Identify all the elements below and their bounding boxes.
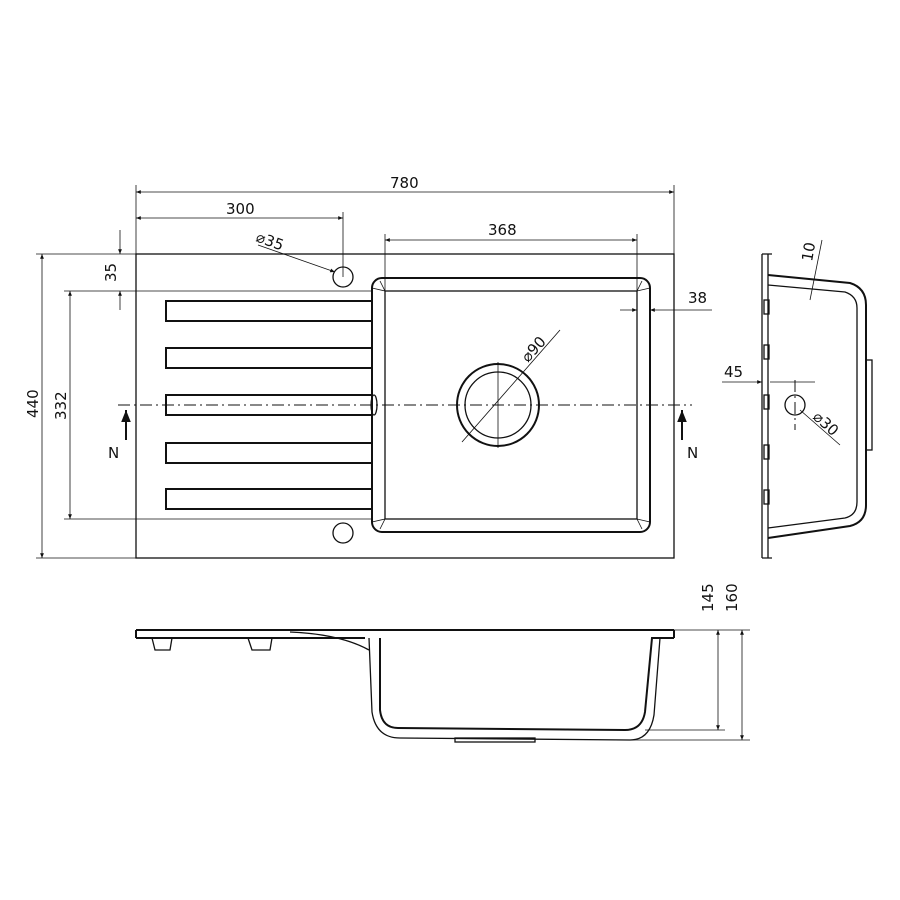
dim-368: 368: [488, 221, 517, 239]
dim-drain: ⌀90: [518, 333, 550, 366]
section-view: 145 160: [135, 583, 750, 743]
dim-10: 10: [798, 241, 819, 263]
dim-35: 35: [102, 263, 120, 282]
dim-145: 145: [699, 583, 717, 612]
sink-outline: [135, 253, 675, 559]
section-marker-left: N: [108, 444, 119, 462]
top-view: N N: [108, 253, 698, 559]
side-view: 45 ⌀30 10: [722, 239, 873, 559]
tap-hole-bottom: [332, 522, 354, 544]
dim-440: 440: [24, 389, 42, 418]
dim-38: 38: [688, 289, 707, 307]
dimensions-top: 780 300 368 ⌀35 ⌀90 440 332 35 38: [24, 174, 712, 559]
dim-45: 45: [724, 363, 743, 381]
dim-160: 160: [723, 583, 741, 612]
dim-overflow: ⌀30: [809, 408, 842, 440]
dim-780: 780: [390, 174, 419, 192]
bowl-inner: [384, 290, 638, 520]
dim-300: 300: [226, 200, 255, 218]
dim-tap-hole: ⌀35: [254, 228, 287, 255]
dim-332: 332: [52, 391, 70, 420]
overflow-hole: [784, 394, 806, 416]
section-marker-right: N: [687, 444, 698, 462]
